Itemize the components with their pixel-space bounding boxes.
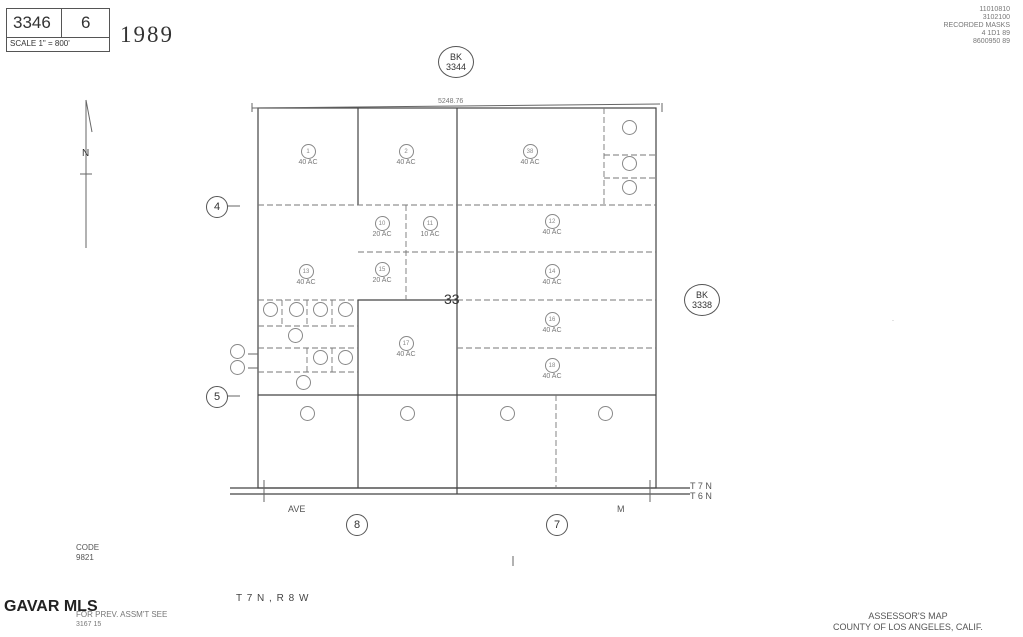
small-parcel-marker xyxy=(313,350,328,365)
parcel-11[interactable]: 11 10 AC xyxy=(412,216,448,238)
footer-title: ASSESSOR'S MAP xyxy=(868,611,948,621)
small-parcel-marker xyxy=(230,360,245,375)
small-parcel-marker xyxy=(622,120,637,135)
parcel-16[interactable]: 16 40 AC xyxy=(534,312,570,334)
page-number: 6 xyxy=(81,13,91,32)
map-year: 1989 xyxy=(120,22,174,47)
parcel-number: 17 xyxy=(398,336,414,351)
road-label-m: M xyxy=(617,504,625,514)
book-ref-number: 3344 xyxy=(445,62,467,72)
recording-notes: 11010810 3102100 RECORDED MASKS 4 1D1 89… xyxy=(900,6,1010,46)
code-label: CODE xyxy=(76,543,100,552)
footer-county: COUNTY OF LOS ANGELES, CALIF. xyxy=(833,622,983,632)
small-parcel-marker xyxy=(230,344,245,359)
parcel-area: 40 AC xyxy=(396,159,416,166)
parcel-area: 40 AC xyxy=(542,229,562,236)
note-line: 4 1D1 89 xyxy=(981,30,1010,37)
map-footer: ASSESSOR'S MAP COUNTY OF LOS ANGELES, CA… xyxy=(818,611,998,633)
small-parcel-marker xyxy=(400,406,415,421)
parcel-area: 40 AC xyxy=(542,373,562,380)
small-parcel-marker xyxy=(338,350,353,365)
note-line: 3102100 xyxy=(982,14,1010,21)
parcel-number: 15 xyxy=(374,262,390,277)
prev-assmt-label: FOR PREV. ASSM'T SEE xyxy=(76,610,168,619)
parcel-area: 20 AC xyxy=(372,231,392,238)
top-dimension: 5248.76 xyxy=(438,98,464,105)
township-south: T 6 N xyxy=(690,491,712,501)
parcel-18[interactable]: 18 40 AC xyxy=(534,358,570,380)
parcel-number: 1 xyxy=(300,144,316,159)
parcel-17[interactable]: 17 40 AC xyxy=(388,336,424,358)
parcel-number: 13 xyxy=(298,264,314,279)
small-parcel-marker xyxy=(500,406,515,421)
parcel-area: 40 AC xyxy=(520,159,540,166)
parcel-number: 12 xyxy=(544,214,560,229)
township-range: T 7 N , R 8 W xyxy=(236,593,310,604)
book-ref-3338[interactable]: BK 3338 xyxy=(684,284,720,316)
parcel-15[interactable]: 15 20 AC xyxy=(364,262,400,284)
small-parcel-marker xyxy=(338,302,353,317)
parcel-area: 40 AC xyxy=(542,279,562,286)
note-line: RECORDED MASKS xyxy=(943,22,1010,29)
book-ref-label: BK xyxy=(449,52,462,62)
book-ref-3344[interactable]: BK 3344 xyxy=(438,46,474,78)
parcel-number: 11 xyxy=(422,216,438,231)
parcel-number: 16 xyxy=(544,312,560,327)
parcel-area: 40 AC xyxy=(298,159,318,166)
parcel-14[interactable]: 14 40 AC xyxy=(534,264,570,286)
parcel-number: 14 xyxy=(544,264,560,279)
small-parcel-marker xyxy=(622,156,637,171)
parcel-number: 10 xyxy=(374,216,390,231)
map-header: 3346 6 SCALE 1" = 800' xyxy=(6,8,110,52)
small-parcel-marker xyxy=(289,302,304,317)
road-label-ave: AVE xyxy=(288,504,306,514)
adjacent-page-7[interactable]: 7 xyxy=(546,514,568,536)
parcel-2[interactable]: 2 40 AC xyxy=(388,144,424,166)
small-parcel-marker xyxy=(313,302,328,317)
book-ref-label: BK xyxy=(695,290,708,300)
small-parcel-marker xyxy=(263,302,278,317)
parcel-area: 40 AC xyxy=(542,327,562,334)
prev-assmt-number: 3167 15 xyxy=(76,621,102,628)
small-parcel-marker xyxy=(300,406,315,421)
small-parcel-marker xyxy=(622,180,637,195)
code-value: 9821 xyxy=(76,553,94,562)
parcel-number: 2 xyxy=(398,144,414,159)
parcel-38[interactable]: 38 40 AC xyxy=(512,144,548,166)
svg-text:·: · xyxy=(892,318,894,324)
adjacent-page-5[interactable]: 5 xyxy=(206,386,228,408)
header-divider xyxy=(61,9,62,37)
small-parcel-marker xyxy=(296,375,311,390)
township-lines-label: T 7 N T 6 N xyxy=(690,481,712,501)
parcel-10[interactable]: 10 20 AC xyxy=(364,216,400,238)
small-parcel-marker xyxy=(288,328,303,343)
adjacent-page-8[interactable]: 8 xyxy=(346,514,368,536)
header-underline xyxy=(7,37,109,38)
parcel-13[interactable]: 13 40 AC xyxy=(288,264,324,286)
section-number: 33 xyxy=(444,291,460,307)
north-arrow-label: N xyxy=(82,148,90,159)
parcel-area: 20 AC xyxy=(372,277,392,284)
parcel-area: 10 AC xyxy=(420,231,440,238)
book-ref-number: 3338 xyxy=(691,300,713,310)
book-number: 3346 xyxy=(13,13,51,32)
parcel-12[interactable]: 12 40 AC xyxy=(534,214,570,236)
tax-rate-code: CODE 9821 xyxy=(76,543,99,563)
note-line: 11010810 xyxy=(979,6,1010,13)
township-north: T 7 N xyxy=(690,481,712,491)
scale-label: SCALE 1" = 800' xyxy=(10,39,70,48)
parcel-number: 38 xyxy=(522,144,538,159)
adjacent-page-4[interactable]: 4 xyxy=(206,196,228,218)
prev-assessment-ref: FOR PREV. ASSM'T SEE 3167 15 xyxy=(76,610,167,630)
parcel-1[interactable]: 1 40 AC xyxy=(290,144,326,166)
parcel-area: 40 AC xyxy=(296,279,316,286)
mls-watermark: GAVAR MLS xyxy=(4,598,98,615)
small-parcel-marker xyxy=(598,406,613,421)
parcel-number: 18 xyxy=(544,358,560,373)
note-line: 8600950 89 xyxy=(973,38,1010,45)
parcel-area: 40 AC xyxy=(396,351,416,358)
